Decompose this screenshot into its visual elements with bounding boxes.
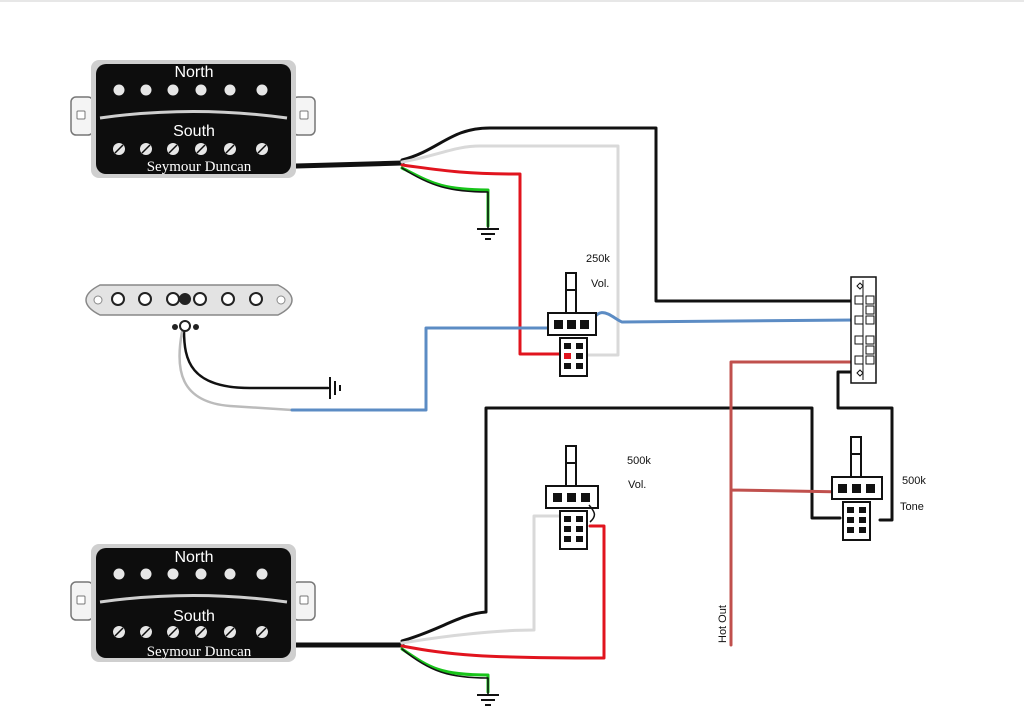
single-coil-ground-icon <box>329 377 341 399</box>
neck-ground-wire <box>401 167 489 229</box>
switch-to-tone-wire <box>836 370 894 522</box>
neck-north-label: North <box>174 64 213 81</box>
neck-volume-pot[interactable] <box>547 272 597 377</box>
bridge-humbucker: North South Seymour Duncan <box>70 544 316 662</box>
single-coil-pickup <box>85 284 293 332</box>
tone-pot[interactable] <box>831 436 883 541</box>
neck-humbucker: North South Seymour Duncan <box>70 60 316 178</box>
tone-label: Tone <box>900 501 924 513</box>
bridge-volume-pot[interactable] <box>545 445 599 550</box>
selector-switch[interactable] <box>850 276 877 384</box>
neck-volume-label: Vol. <box>591 278 609 290</box>
single-coil-white-wire <box>178 330 294 412</box>
bridge-white-wire <box>400 514 562 645</box>
neck-white-wire <box>400 144 620 357</box>
hot-out-wire <box>729 360 858 647</box>
single-coil-black-wire <box>182 328 330 390</box>
neck-red-wire <box>400 163 565 356</box>
bridge-south-label: South <box>173 608 215 625</box>
neck-black-wire <box>400 126 854 303</box>
tone-value: 500k <box>902 475 926 487</box>
bridge-brand-label: Seymour Duncan <box>147 644 252 660</box>
bridge-ground-icon <box>476 694 500 706</box>
neck-cable-bundle <box>293 160 405 169</box>
bridge-volume-label: Vol. <box>628 479 646 491</box>
neck-south-label: South <box>173 123 215 140</box>
hot-out-label: Hot Out <box>717 605 729 643</box>
bridge-red-wire <box>400 524 606 660</box>
neck-ground-icon <box>476 228 500 240</box>
neck-brand-label: Seymour Duncan <box>147 159 252 175</box>
neck-volume-value: 250k <box>586 253 610 265</box>
bridge-north-label: North <box>174 549 213 566</box>
bridge-black-wire <box>400 406 842 643</box>
neck-green-wire <box>400 166 490 228</box>
bridge-ground-wire <box>401 648 489 695</box>
bridge-volume-value: 500k <box>627 455 651 467</box>
